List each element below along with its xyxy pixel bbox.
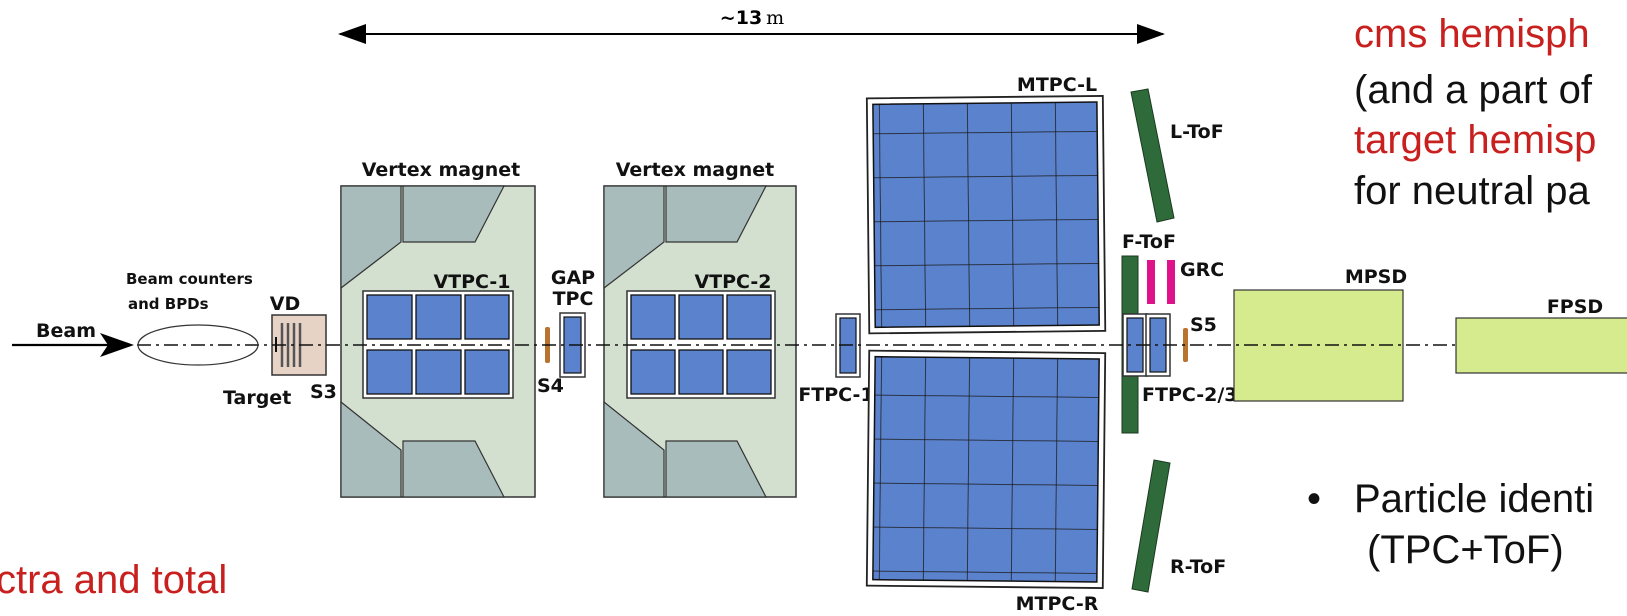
slide-text-line-4: for neutral pa [1354,169,1590,213]
magnet-yoke [340,185,402,290]
gap-tpc-label-line1: GAP [551,267,595,289]
ftpc-2-3: FTPC-2/3 [1122,313,1238,406]
beam-label: Beam [36,320,96,342]
ftpc-1: FTPC-1 [798,313,874,406]
grc-label: GRC [1180,259,1224,281]
vtpc-1-label: VTPC-1 [433,271,510,293]
bullet-symbol: • [1307,477,1321,521]
r-tof-wall [1131,459,1171,593]
ftpc-1-label: FTPC-1 [798,384,873,406]
ftpc-2-3-label: FTPC-2/3 [1142,384,1238,406]
vertex-detector: VD [270,293,327,376]
magnet-yoke [340,400,402,498]
gap-tpc: GAP TPC [551,267,595,378]
bottom-left-text: ctra and total [0,558,227,602]
r-tof-label: R-ToF [1170,556,1226,578]
vertex-magnet-2-label: Vertex magnet [616,159,774,181]
tpc-cell [726,349,772,395]
tpc-cell [415,294,462,340]
f-tof-label: F-ToF [1122,231,1176,253]
mtpc-l [865,95,1107,335]
magnet-yoke [665,185,767,243]
gap-tpc-label-line2: TPC [553,288,594,310]
vtpc-2-label: VTPC-2 [694,271,771,293]
tpc-cell [630,349,676,395]
magnet-yoke [603,185,665,290]
tpc-cell [464,294,510,340]
mtpc-r-label: MTPC-R [1016,593,1099,615]
mtpc-l-label: MTPC-L [1017,74,1097,96]
s3-label: S3 [310,381,337,403]
tpc-cell [726,294,772,340]
bullet-line-1: Particle identi [1354,477,1594,521]
s4-label: S4 [537,375,564,397]
beam-counters-label-line2: and BPDs [128,295,209,313]
fpsd-block [1455,317,1627,374]
tpc-cell [630,294,676,340]
l-tof-wall [1130,88,1175,223]
l-tof-label: L-ToF [1170,121,1224,143]
vertex-magnet-1-label: Vertex magnet [362,159,520,181]
tpc-cell [366,349,413,395]
tpc-cell [678,349,724,395]
slide-text-line-2: (and a part of [1354,68,1593,112]
s5-label: S5 [1190,314,1217,336]
tpc-cell [366,294,413,340]
magnet-yoke [665,440,767,498]
vd-label: VD [270,293,300,315]
target-label: Target [223,387,291,409]
fpsd-label: FPSD [1547,296,1603,318]
tpc-cell [464,349,510,395]
bullet-line-2: (TPC+ToF) [1367,528,1564,572]
mpsd-label: MPSD [1345,266,1407,288]
magnet-yoke [402,440,505,498]
grc-bar [1147,260,1155,304]
beam-counters-label-line1: Beam counters [126,270,253,288]
slide-text-line-1: cms hemisph [1354,12,1590,56]
tpc-cell [415,349,462,395]
tpc-cell [678,294,724,340]
beam-arrow-head [100,333,134,357]
grc-bar [1167,260,1175,304]
mtpc-r [865,349,1107,589]
s5-counter [1183,328,1188,362]
magnet-yoke [402,185,505,243]
slide-text-line-3: target hemisp [1354,118,1596,162]
magnet-yoke [603,400,665,498]
beam-counters-region [137,324,259,366]
